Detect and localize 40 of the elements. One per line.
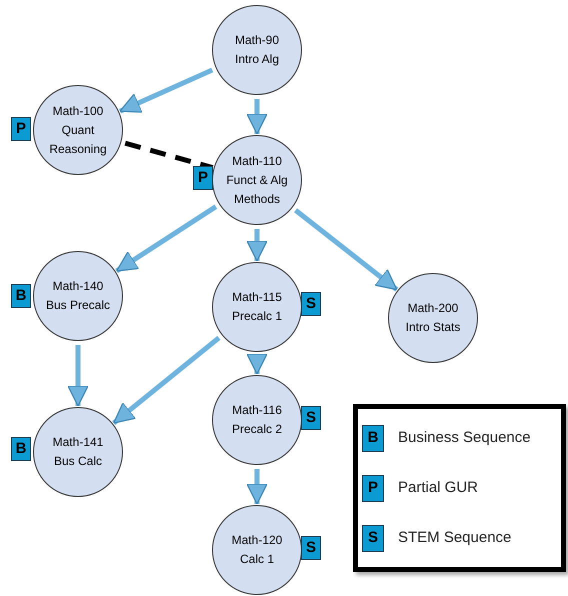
sequence-badge: B	[11, 437, 31, 461]
sequence-badge: S	[301, 406, 321, 430]
legend-swatch: B	[362, 424, 384, 452]
legend-text: Business Sequence	[398, 428, 531, 448]
course-text: Precalc 2	[232, 421, 282, 438]
course-text: Math-140	[52, 278, 104, 295]
legend-swatch: P	[362, 474, 384, 502]
legend-text: STEM Sequence	[398, 528, 512, 548]
arrow	[246, 353, 268, 375]
arrow	[294, 208, 398, 292]
arrow	[112, 336, 220, 425]
course-text: Intro Stats	[406, 319, 460, 336]
sequence-badge: P	[193, 166, 213, 190]
course-text: Math-110	[232, 152, 282, 170]
arrow	[67, 345, 89, 407]
legend-swatch: S	[362, 524, 384, 552]
arrow	[246, 99, 268, 135]
course-text: Calc 1	[240, 551, 274, 568]
course-text: Bus Precalc	[46, 297, 110, 314]
course-text: Math-120	[232, 532, 282, 549]
sequence-badge: P	[11, 117, 31, 141]
sequence-badge: S	[301, 536, 321, 560]
sequence-badge: B	[11, 284, 31, 308]
course-text: Funct & Alg Methods	[225, 172, 289, 208]
course-text: Math-200	[408, 300, 458, 317]
sequence-badge: S	[301, 292, 321, 316]
legend-text: Partial GUR	[398, 478, 478, 498]
arrow	[118, 68, 214, 114]
course-text: Math-90	[234, 32, 280, 49]
arrow	[115, 204, 218, 274]
course-text: Quant Reasoning	[48, 122, 108, 158]
arrow	[246, 229, 268, 262]
course-text: Math-100	[52, 102, 104, 120]
course-text: Precalc 1	[232, 308, 282, 325]
course-text: Math-115	[232, 289, 282, 306]
course-text: Math-141	[52, 434, 104, 451]
course-text: Bus Calc	[54, 453, 102, 470]
arrow	[246, 469, 268, 505]
course-text: Intro Alg	[234, 51, 280, 68]
course-text: Math-116	[232, 402, 282, 419]
